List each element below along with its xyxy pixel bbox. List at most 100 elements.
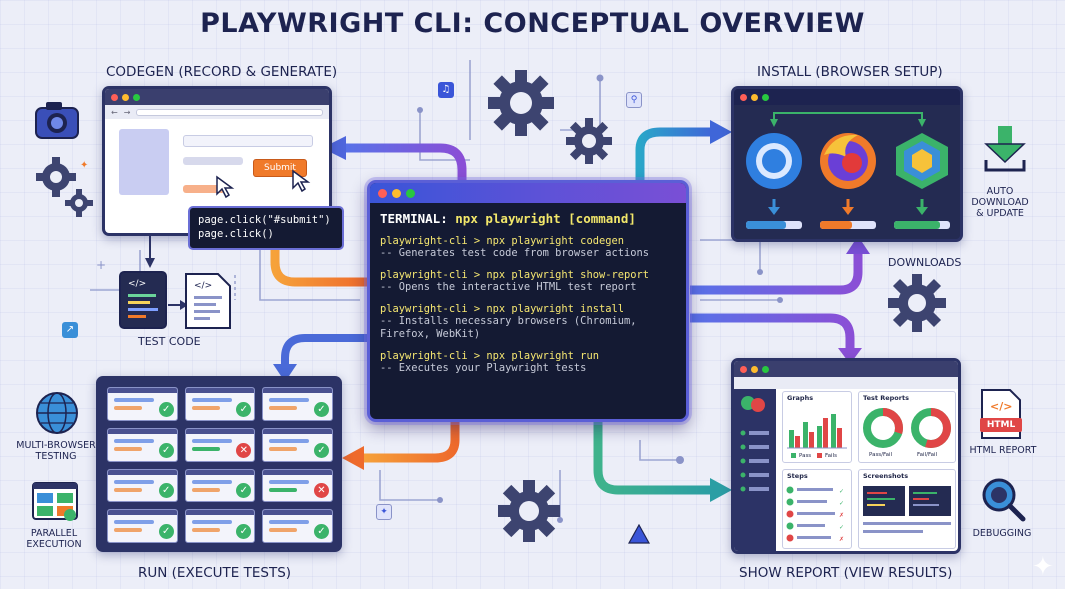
terminal-header: TERMINAL: npx playwright [command] (380, 211, 676, 226)
svg-text:✗: ✗ (839, 536, 844, 543)
test-run-tile: ✓ (107, 468, 178, 503)
graphs-panel: Graphs Pass Fails (782, 391, 852, 463)
fail-fail-label: Fail/Fail (917, 452, 938, 458)
html-report-label: HTML REPORT (969, 445, 1037, 456)
tile-line (191, 479, 232, 484)
close-dot-icon (378, 188, 387, 198)
tile-titlebar (263, 388, 332, 393)
tile-line (269, 520, 310, 525)
tile-line (191, 528, 220, 533)
pass-check-icon: ✓ (158, 442, 174, 458)
gear-icon (888, 274, 946, 332)
download-icon (984, 126, 1026, 172)
test-run-tile: ✓ (107, 387, 178, 421)
form-secondary-bar (183, 185, 225, 193)
test-run-tile: ✓ (184, 509, 256, 543)
pass-check-icon: ✓ (158, 524, 174, 539)
legend-pass: Pass (799, 453, 812, 459)
window-titlebar (105, 89, 329, 105)
globe-icon (36, 392, 78, 434)
steps-list: ✓ ✓ ✗ ✓ ✗ (786, 486, 844, 543)
cursor-icon (216, 175, 235, 199)
gear-icon (498, 480, 560, 542)
minimize-dot-icon (751, 365, 758, 373)
tile-line (114, 487, 142, 492)
pass-fail-label: Pass/Fail (869, 452, 893, 458)
terminal-command: playwright-cli > npx playwright codegen (380, 235, 624, 247)
panel-title: Screenshots (863, 472, 909, 480)
report-sidebar (734, 389, 776, 551)
tile-titlebar (108, 469, 177, 475)
pass-check-icon: ✓ (313, 401, 329, 417)
test-run-tile: ✓ (107, 509, 178, 543)
sidebar-items (740, 396, 769, 492)
fail-x-icon: ✕ (313, 483, 329, 499)
tile-line (114, 479, 154, 484)
downloads-label: DOWNLOADS (888, 256, 962, 269)
terminal-header-prefix: TERMINAL: (380, 211, 448, 226)
gear-icon (65, 189, 93, 217)
terminal-description: -- Opens the interactive HTML test repor… (380, 281, 637, 293)
sparkle-icon: ✦ (1032, 552, 1054, 582)
tile-line (269, 528, 298, 533)
auto-download-label: AUTO DOWNLOAD & UPDATE (971, 186, 1029, 220)
test-run-tile: ✓ (107, 427, 178, 462)
test-run-tile: ✓ (184, 468, 256, 503)
form-input-1[interactable] (183, 135, 313, 147)
test-run-grid: ✓✓✓✓✕✓✓✓✕✓✓✓ (107, 387, 333, 543)
camera-icon (35, 102, 79, 139)
show-report-window: Graphs Pass Fails Test Reports Pass/Fail… (731, 358, 961, 554)
tile-line (191, 520, 232, 525)
section-label-install: INSTALL (BROWSER SETUP) (757, 64, 943, 80)
test-run-tile: ✕ (262, 468, 333, 503)
back-icon: ← (111, 107, 118, 117)
svg-text:</>: </> (194, 281, 212, 291)
form-label-bar (183, 157, 243, 165)
test-run-tile: ✓ (262, 509, 333, 543)
svg-text:✗: ✗ (839, 512, 844, 519)
terminal-header-command: npx playwright [command] (455, 211, 636, 226)
debugging-label: DEBUGGING (972, 528, 1032, 539)
gear-icon (36, 157, 76, 197)
tile-titlebar (263, 428, 332, 434)
pass-check-icon: ✓ (236, 483, 252, 499)
test-run-tile: ✕ (184, 427, 256, 462)
legend-fail: Fails (825, 453, 837, 459)
terminal-description: -- Installs necessary browsers (Chromium… (380, 315, 637, 340)
pass-check-icon: ✓ (236, 524, 252, 539)
debug-magnifier-icon (982, 478, 1026, 522)
window-titlebar (734, 89, 960, 105)
test-run-tile: ✓ (262, 387, 333, 421)
tile-line (269, 438, 310, 443)
install-browser-window (731, 86, 963, 242)
close-dot-icon (740, 93, 747, 101)
section-label-run: RUN (EXECUTE TESTS) (138, 565, 292, 581)
gear-icon (566, 118, 612, 164)
address-bar[interactable] (136, 108, 323, 116)
terminal-window: TERMINAL: npx playwright [command] playw… (367, 180, 689, 422)
tile-line (191, 398, 232, 402)
test-reports-panel: Test Reports Pass/Fail Fail/Fail (858, 391, 956, 463)
steps-panel: Steps ✓ ✓ ✗ ✓ ✗ (782, 469, 852, 549)
tile-line (191, 487, 220, 492)
tile-line (114, 398, 154, 402)
tile-titlebar (263, 510, 332, 516)
tile-line (191, 406, 220, 410)
tile-line (114, 406, 142, 410)
close-dot-icon (740, 365, 747, 373)
minimize-dot-icon (751, 93, 758, 101)
html-badge-text: HTML (986, 420, 1016, 430)
html-file-icon: </> (980, 389, 1022, 439)
note-icon: ♫ (438, 82, 454, 98)
sparkle-small-icon: ✦ (376, 504, 392, 520)
tile-line (191, 438, 232, 443)
tile-titlebar (185, 469, 255, 475)
multi-browser-label: MULTI-BROWSER TESTING (16, 440, 96, 463)
pass-check-icon: ✓ (313, 442, 329, 458)
browser-installers (746, 112, 950, 229)
plus-icon: + (96, 258, 107, 272)
tile-titlebar (263, 469, 332, 475)
code-line: page.click("#submit") (198, 214, 331, 226)
code-line: page.click() (198, 228, 274, 241)
svg-text:</>: </> (990, 400, 1012, 413)
